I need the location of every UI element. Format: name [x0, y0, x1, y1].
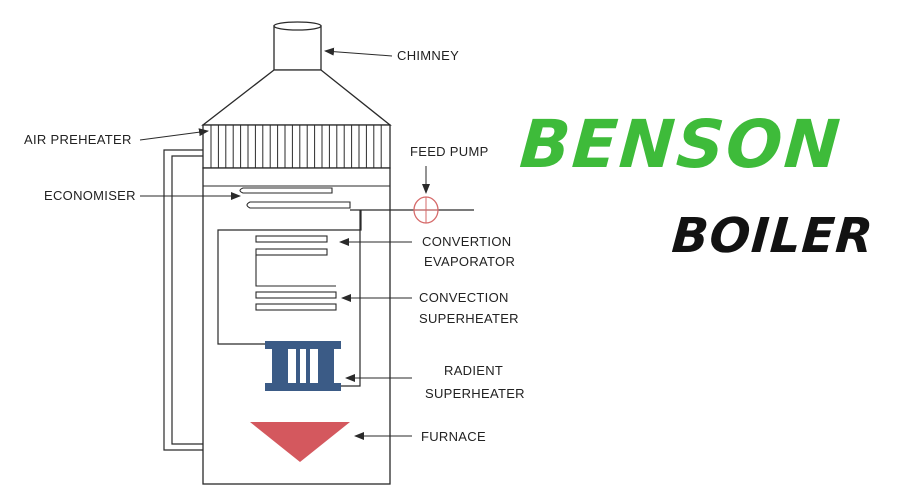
label-radient: RADIENT [444, 363, 503, 378]
chimney-stack [273, 25, 322, 71]
economiser-coil-lower [246, 201, 351, 209]
radient-superheater-bar-4 [318, 349, 334, 383]
label-air-preheater: AIR PREHEATER [24, 132, 132, 147]
air-preheater-tubes [210, 125, 382, 168]
label-superheater-1: SUPERHEATER [419, 311, 519, 326]
radient-superheater-top [265, 341, 341, 349]
label-superheater-2: SUPERHEATER [425, 386, 525, 401]
label-chimney: CHIMNEY [397, 48, 459, 63]
evaporator-loop [217, 210, 362, 345]
radient-superheater-bar-1 [272, 349, 288, 383]
air-duct-inner [171, 155, 203, 445]
furnace-flame [250, 422, 350, 462]
evaporator-tube-1 [255, 235, 328, 243]
evaporator-bend [255, 255, 336, 287]
label-evaporator: EVAPORATOR [424, 254, 515, 269]
air-duct [163, 149, 203, 451]
label-furnace: FURNACE [421, 429, 486, 444]
chimney-top [273, 21, 322, 31]
label-convection: CONVECTION [419, 290, 509, 305]
label-economiser: ECONOMISER [44, 188, 136, 203]
radient-superheater-bar-2 [296, 349, 300, 383]
label-convertion: CONVERTION [422, 234, 511, 249]
air-preheater-arrow [139, 128, 209, 141]
label-feed-pump: FEED PUMP [410, 144, 489, 159]
superheater-tube-2 [255, 303, 337, 311]
title-boiler: BOILER [670, 208, 876, 264]
title-benson: BENSON [517, 106, 845, 183]
evaporator-tube-2 [255, 248, 328, 256]
air-preheater [202, 124, 391, 169]
boiler-hood [201, 69, 392, 126]
superheater-outlet [341, 210, 361, 387]
chimney-arrow [324, 47, 393, 57]
economiser-coil-upper [239, 187, 333, 194]
radient-superheater-bar-3 [306, 349, 310, 383]
radient-superheater-bottom [265, 383, 341, 391]
superheater-tube-1 [255, 291, 337, 299]
